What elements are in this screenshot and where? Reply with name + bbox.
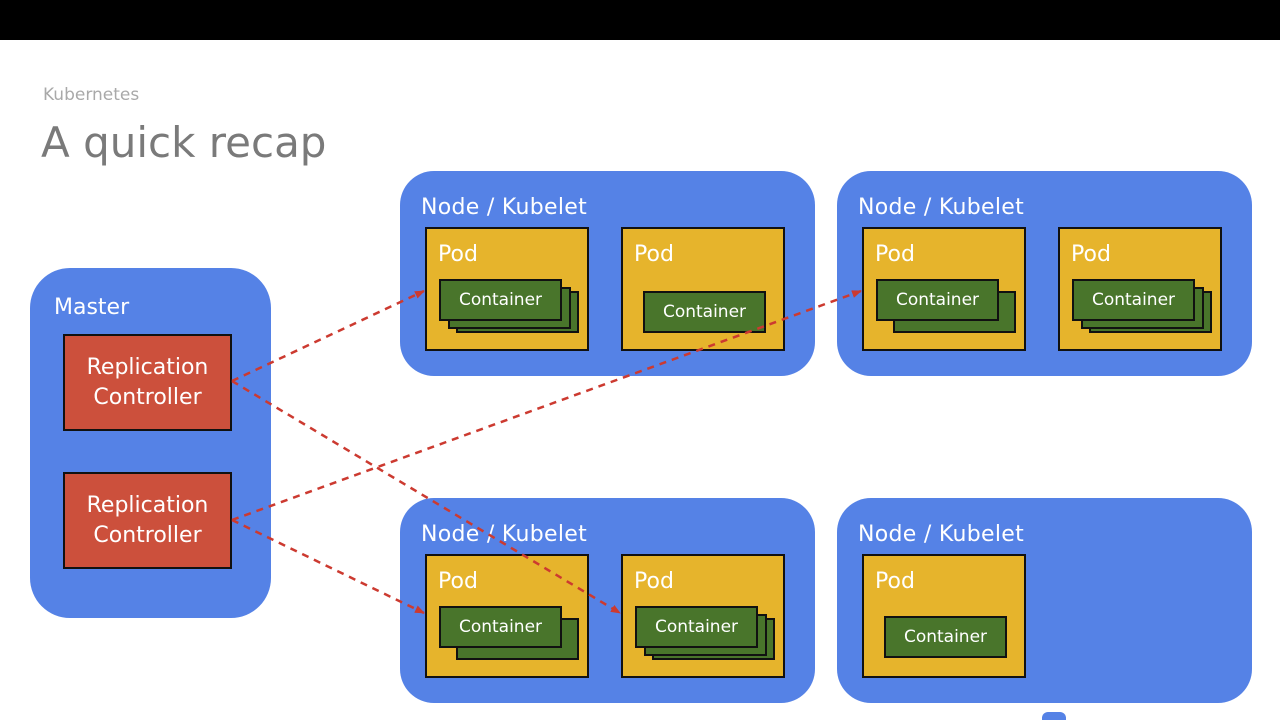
container: Container (439, 606, 562, 648)
pod-label: Pod (1071, 242, 1111, 267)
pod-label: Pod (875, 242, 915, 267)
node-label: Node / Kubelet (858, 195, 1025, 220)
node-label: Node / Kubelet (858, 522, 1025, 547)
container: Container (1072, 279, 1195, 321)
arrow-rc1-to-node1-pod1 (231, 289, 425, 383)
pod: Pod Container (621, 227, 785, 351)
pod: Pod Container (862, 227, 1026, 351)
pod: Pod Container (1058, 227, 1222, 351)
container: Container (876, 279, 999, 321)
replication-controller-1: Replication Controller (63, 334, 232, 431)
container-label: Container (458, 617, 543, 637)
logo-icon (1042, 712, 1066, 720)
pod-label: Pod (875, 569, 915, 594)
arrow-rc2-to-node3-pod1 (231, 518, 425, 615)
arrow-rc1-to-node3-pod2 (231, 379, 621, 615)
pod-label: Pod (438, 569, 478, 594)
arrow-rc2-to-node2-pod1 (231, 289, 862, 522)
pod-label: Pod (438, 242, 478, 267)
pod: Pod Container (425, 554, 589, 678)
master-box: Master Replication Controller Replicatio… (30, 268, 271, 618)
pod-label: Pod (634, 569, 674, 594)
top-black-bar (0, 0, 1280, 40)
master-label: Master (54, 295, 130, 320)
replication-controller-label: Replication Controller (86, 492, 209, 548)
node-kubelet-3: Node / Kubelet Pod Container Pod Contain… (400, 498, 815, 703)
container: Container (884, 616, 1007, 658)
pod: Pod Container (425, 227, 589, 351)
pod: Pod Container (621, 554, 785, 678)
slide-subtitle: Kubernetes (43, 85, 140, 105)
node-kubelet-2: Node / Kubelet Pod Container Pod Contain… (837, 171, 1252, 376)
pod-label: Pod (634, 242, 674, 267)
pod: Pod Container (862, 554, 1026, 678)
container-label: Container (654, 617, 739, 637)
node-kubelet-1: Node / Kubelet Pod Container Pod Contain… (400, 171, 815, 376)
container: Container (643, 291, 766, 333)
replication-controller-2: Replication Controller (63, 472, 232, 569)
node-label: Node / Kubelet (421, 195, 588, 220)
slide-title: A quick recap (41, 118, 327, 167)
container-label: Container (458, 290, 543, 310)
replication-controller-label: Replication Controller (86, 354, 209, 410)
container-label: Container (903, 627, 988, 647)
container-label: Container (662, 302, 747, 322)
container-label: Container (895, 290, 980, 310)
container: Container (635, 606, 758, 648)
node-kubelet-4: Node / Kubelet Pod Container (837, 498, 1252, 703)
container: Container (439, 279, 562, 321)
container-label: Container (1091, 290, 1176, 310)
